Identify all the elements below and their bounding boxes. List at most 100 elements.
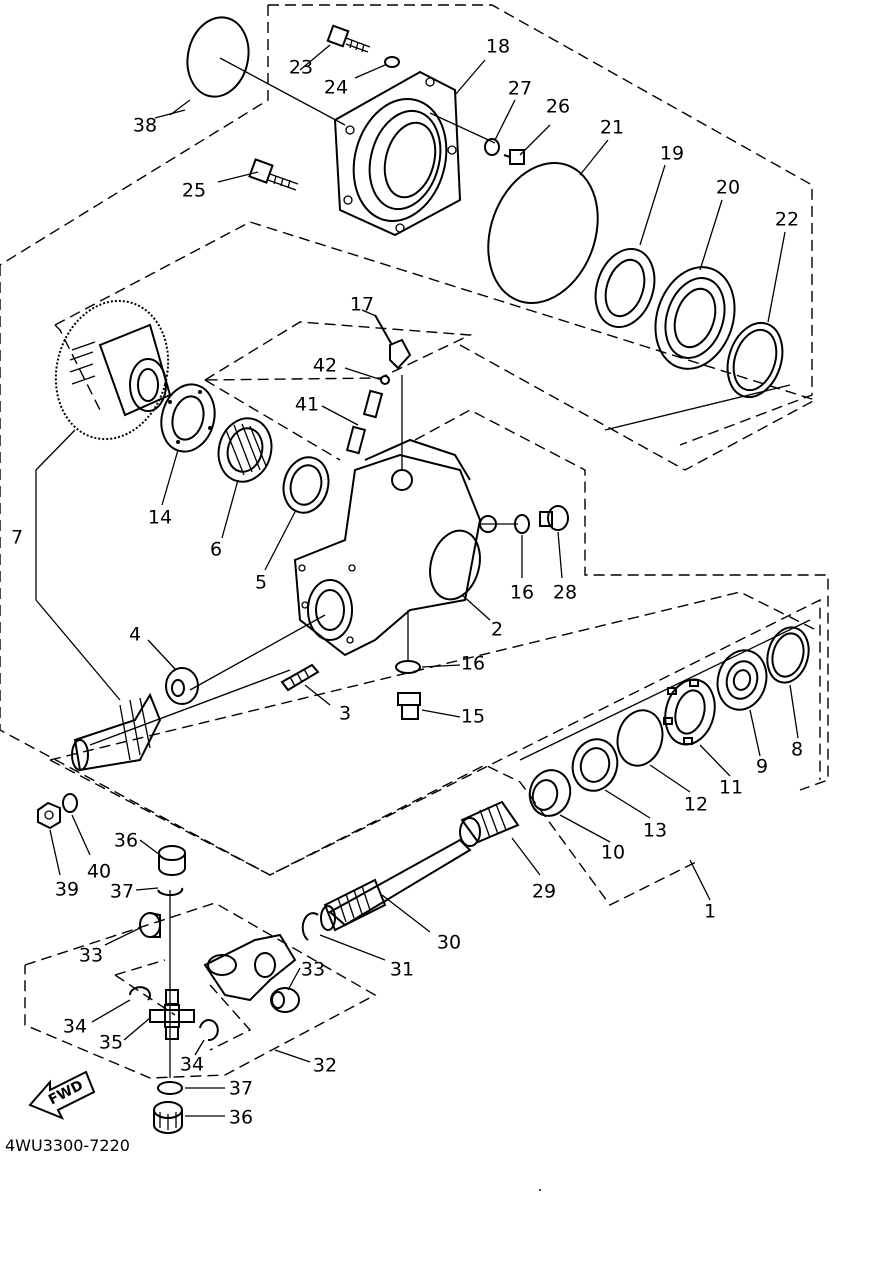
circlip-31 bbox=[301, 912, 319, 941]
oil-seal-13 bbox=[571, 738, 619, 792]
callout-16-lower: 16 bbox=[460, 652, 486, 675]
bearing-9 bbox=[716, 649, 768, 711]
washer-16-lower bbox=[395, 660, 421, 674]
callout-31: 31 bbox=[389, 958, 415, 981]
shim-14 bbox=[160, 383, 216, 453]
bearing-cup-33-right bbox=[270, 987, 300, 1013]
callout-37-upper: 37 bbox=[109, 880, 135, 903]
reference-code: 4WU3300-7220 bbox=[5, 1136, 130, 1155]
collar-4 bbox=[165, 667, 199, 705]
shim-22 bbox=[726, 321, 784, 399]
plug-28 bbox=[539, 505, 569, 531]
bearing-cup-33-left bbox=[139, 912, 161, 938]
callout-14: 14 bbox=[147, 506, 173, 529]
callout-39: 39 bbox=[54, 878, 80, 901]
callout-8: 8 bbox=[790, 738, 804, 761]
callout-5: 5 bbox=[254, 571, 268, 594]
callout-19: 19 bbox=[659, 142, 685, 165]
callout-23: 23 bbox=[288, 56, 314, 79]
callout-10: 10 bbox=[600, 841, 626, 864]
callout-42: 42 bbox=[312, 354, 338, 377]
bearing-cup-36-lower bbox=[153, 1101, 183, 1134]
callout-17: 17 bbox=[349, 293, 375, 316]
bolt-25 bbox=[248, 158, 299, 191]
bearing-retainer-11 bbox=[663, 678, 716, 746]
bearing-housing-cover-18 bbox=[333, 70, 462, 237]
yoke-32 bbox=[203, 933, 297, 1002]
spider-35 bbox=[149, 989, 195, 1040]
bearing-20 bbox=[654, 266, 736, 370]
callout-15: 15 bbox=[460, 705, 486, 728]
washer-24 bbox=[384, 56, 400, 68]
callout-35: 35 bbox=[98, 1031, 124, 1054]
callout-34-right: 34 bbox=[179, 1053, 205, 1076]
callout-6: 6 bbox=[209, 538, 223, 561]
ball-42 bbox=[380, 375, 390, 385]
fwd-arrow-icon bbox=[28, 1070, 96, 1120]
callout-21: 21 bbox=[599, 116, 625, 139]
nut-39 bbox=[37, 801, 61, 830]
callout-2: 2 bbox=[490, 618, 504, 641]
callout-38: 38 bbox=[132, 114, 158, 137]
o-ring-21 bbox=[487, 162, 599, 304]
callout-25: 25 bbox=[181, 179, 207, 202]
callout-33-right: 33 bbox=[300, 958, 326, 981]
collar-10 bbox=[528, 769, 572, 817]
bolt-23 bbox=[326, 24, 371, 53]
seal-5 bbox=[282, 456, 330, 514]
callout-28: 28 bbox=[552, 581, 578, 604]
dowel-pin-41 bbox=[345, 389, 384, 455]
callout-7: 7 bbox=[10, 526, 24, 549]
drain-plug-15 bbox=[397, 692, 421, 720]
callout-41: 41 bbox=[294, 393, 320, 416]
callout-36-lower: 36 bbox=[228, 1106, 254, 1129]
washer-27 bbox=[484, 138, 500, 156]
callout-leaders bbox=[35, 44, 799, 1117]
callout-24: 24 bbox=[323, 76, 349, 99]
o-ring-12 bbox=[616, 709, 664, 767]
callout-16-upper: 16 bbox=[509, 581, 535, 604]
leader-lines bbox=[89, 57, 811, 1078]
callout-11: 11 bbox=[718, 776, 744, 799]
callout-27: 27 bbox=[507, 77, 533, 100]
callout-20: 20 bbox=[715, 176, 741, 199]
circlip-34-left bbox=[129, 986, 151, 1001]
callout-33-left: 33 bbox=[78, 944, 104, 967]
drive-shaft-30 bbox=[320, 838, 472, 932]
circlip-37-upper bbox=[157, 887, 184, 897]
collar-19 bbox=[594, 247, 656, 329]
callout-40: 40 bbox=[86, 860, 112, 883]
circlip-34-right bbox=[199, 1019, 219, 1042]
circlip-37-lower bbox=[157, 1081, 183, 1095]
shim-8 bbox=[766, 626, 810, 684]
callout-32: 32 bbox=[312, 1054, 338, 1077]
callout-37-lower: 37 bbox=[228, 1077, 254, 1100]
callout-26: 26 bbox=[545, 95, 571, 118]
callout-34-left: 34 bbox=[62, 1015, 88, 1038]
stray-dot bbox=[539, 1189, 541, 1191]
callout-3: 3 bbox=[338, 702, 352, 725]
callout-30: 30 bbox=[436, 931, 462, 954]
washer-16-upper bbox=[514, 514, 530, 534]
pinion-gear-7 bbox=[71, 692, 162, 772]
needle-bearing-6 bbox=[217, 417, 273, 483]
bolt-26 bbox=[503, 149, 525, 165]
o-ring-38 bbox=[186, 16, 250, 98]
callout-4: 4 bbox=[128, 623, 142, 646]
washer-40 bbox=[62, 793, 78, 813]
stud-bolt-3 bbox=[280, 663, 320, 692]
callout-13: 13 bbox=[642, 819, 668, 842]
breather-17 bbox=[374, 314, 412, 370]
callout-36-upper: 36 bbox=[113, 829, 139, 852]
bearing-29 bbox=[459, 800, 520, 847]
callout-18: 18 bbox=[485, 35, 511, 58]
bearing-cup-36-upper bbox=[158, 845, 186, 876]
callout-22: 22 bbox=[774, 208, 800, 231]
differential-case-2 bbox=[293, 438, 497, 657]
callout-12: 12 bbox=[683, 793, 709, 816]
callout-9: 9 bbox=[755, 755, 769, 778]
callout-1: 1 bbox=[703, 900, 717, 923]
callout-29: 29 bbox=[531, 880, 557, 903]
